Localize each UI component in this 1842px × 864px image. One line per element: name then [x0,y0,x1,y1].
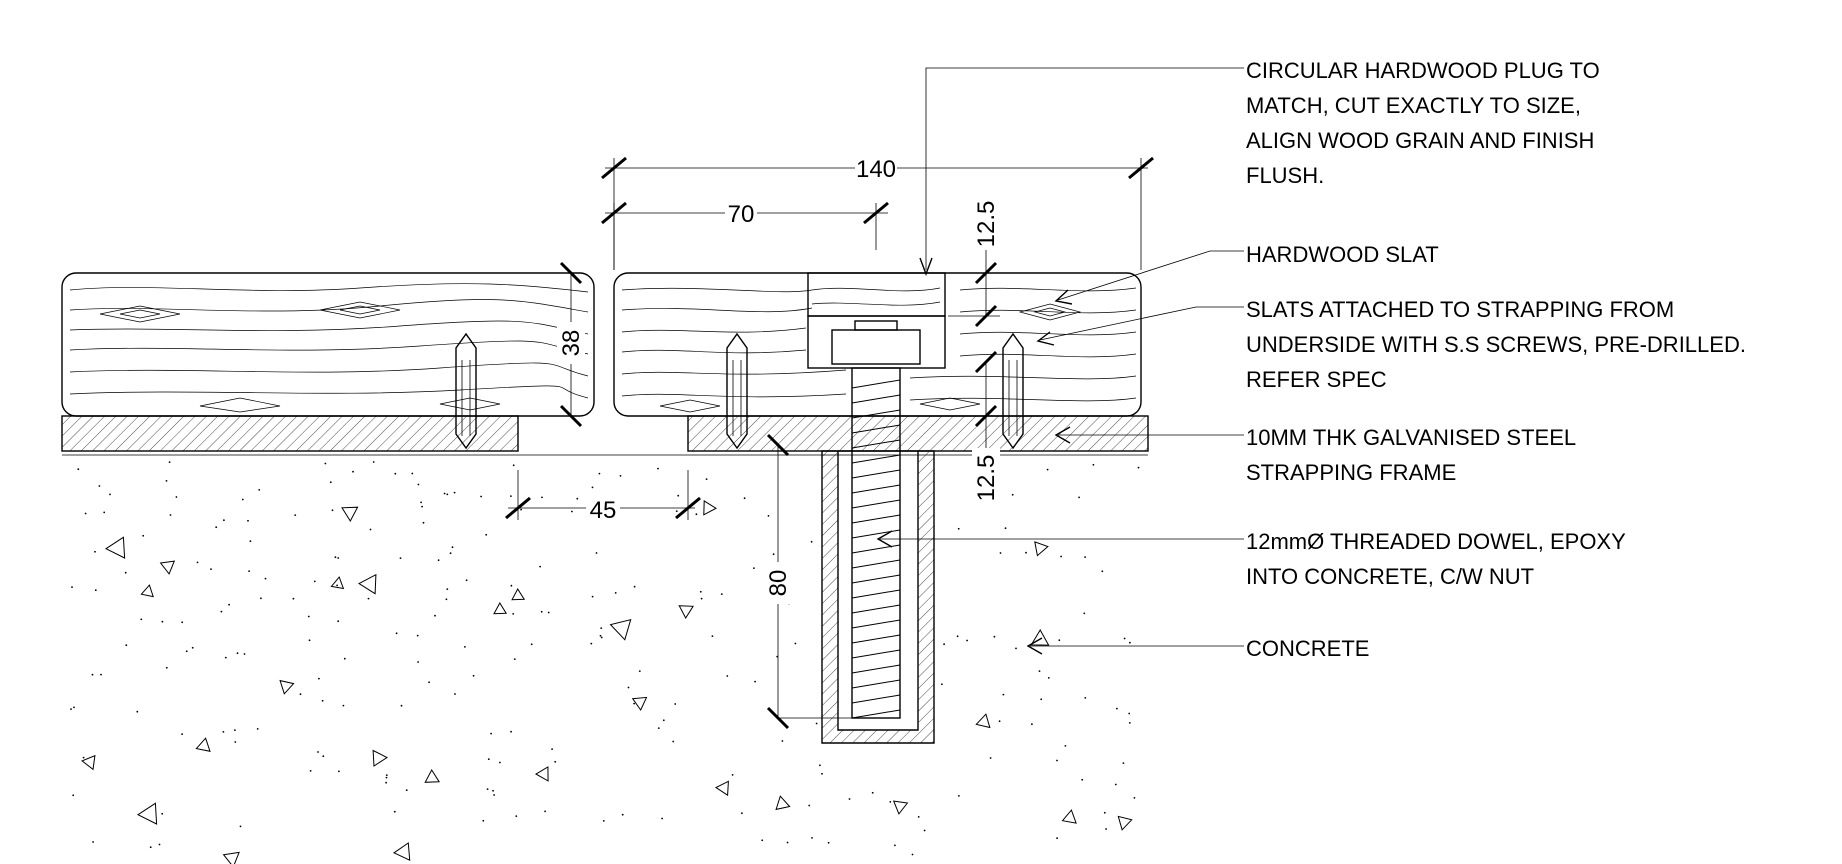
aggregate-stone [136,802,158,825]
hardwood-plug [807,272,946,317]
callout-plug: CIRCULAR HARDWOOD PLUG TO MATCH, CUT EXA… [1246,58,1600,188]
aggregate-stone [222,851,240,864]
aggregate-stone [892,800,909,815]
svg-text:10MM THK GALVANISED STEEL: 10MM THK GALVANISED STEEL [1246,425,1576,450]
dimension-12-5-strap-label: 12.5 [973,455,1000,502]
aggregate-stone [511,587,526,601]
slat-left [61,272,595,417]
aggregate-stone [1061,809,1077,824]
aggregate-stone [975,713,991,729]
dimension-45-label: 45 [590,497,617,524]
threaded-dowel [851,367,901,719]
dimension-70 [601,197,889,270]
aggregate-stone [357,573,377,595]
svg-text:12mmØ THREADED DOWEL, EPOXY: 12mmØ THREADED DOWEL, EPOXY [1246,529,1626,554]
aggregate-stone [341,506,359,522]
svg-text:SLATS ATTACHED TO STRAPPING FR: SLATS ATTACHED TO STRAPPING FROM [1246,297,1674,322]
aggregate-stone [372,749,388,767]
aggregate-stone [703,500,717,516]
aggregate-stone [493,602,508,615]
aggregate-stone [1117,815,1133,831]
dimension-140-label: 140 [856,156,896,183]
aggregate-stone [195,737,211,752]
leader-lines [876,67,1244,655]
aggregate-stone [609,619,632,641]
callout-strapping: 10MM THK GALVANISED STEEL STRAPPING FRAM… [1246,425,1576,485]
aggregate-stone [159,560,176,575]
wood-grain [69,283,1137,413]
svg-text:MATCH, CUT EXACTLY TO SIZE,: MATCH, CUT EXACTLY TO SIZE, [1246,93,1581,118]
svg-text:CONCRETE: CONCRETE [1246,636,1369,661]
dimension-12-5-plug-label: 12.5 [973,201,1000,248]
aggregate-stone [631,696,648,711]
dimension-12-5-strap [972,350,1000,506]
aggregate-stone [330,576,345,590]
dimension-140 [601,152,1154,270]
dimension-45 [505,470,701,524]
callout-concrete: CONCRETE [1246,636,1369,661]
aggregate-stone [140,584,154,598]
svg-text:CIRCULAR HARDWOOD PLUG TO: CIRCULAR HARDWOOD PLUG TO [1246,58,1600,83]
svg-text:FLUSH.: FLUSH. [1246,163,1324,188]
nut [831,329,921,365]
dimension-80-label: 80 [765,570,792,597]
dimension-38 [557,261,585,428]
aggregate-stone [678,605,694,619]
dimension-80 [764,433,852,730]
aggregate-stone [104,536,126,559]
ss-screws [455,332,1024,450]
svg-text:UNDERSIDE WITH S.S SCREWS, PRE: UNDERSIDE WITH S.S SCREWS, PRE-DRILLED. [1246,332,1746,357]
dimension-12-5-plug [948,198,1000,328]
dowel-epoxy-sleeve [821,450,935,744]
washer [854,320,898,331]
aggregate-stone [392,842,411,862]
callout-screws: SLATS ATTACHED TO STRAPPING FROM UNDERSI… [1246,297,1746,392]
dimension-70-label: 70 [728,201,755,228]
aggregate-stone [1034,541,1049,557]
counterbore-recess [807,315,946,369]
svg-text:ALIGN WOOD GRAIN AND FINISH: ALIGN WOOD GRAIN AND FINISH [1246,128,1594,153]
aggregate-stone [279,679,295,695]
dowel-threads [851,379,901,719]
aggregate-stone [535,766,549,782]
aggregate-stone [424,769,440,783]
dimension-38-label: 38 [558,330,585,357]
aggregate-stone [715,780,729,797]
svg-text:HARDWOOD SLAT: HARDWOOD SLAT [1246,242,1439,267]
concrete-aggregate [70,461,1140,864]
svg-text:INTO CONCRETE, C/W NUT: INTO CONCRETE, C/W NUT [1246,564,1534,589]
slat-right [613,272,1142,417]
aggregate-stone [81,754,96,771]
svg-text:REFER SPEC: REFER SPEC [1246,367,1387,392]
aggregate-stone [775,795,791,811]
svg-text:STRAPPING FRAME: STRAPPING FRAME [1246,460,1456,485]
strapping-right [687,415,1149,452]
strapping-left [61,415,519,452]
callout-hardwood-slat: HARDWOOD SLAT [1246,242,1439,267]
aggregate-stone [1030,628,1050,646]
callout-dowel: 12mmØ THREADED DOWEL, EPOXY INTO CONCRET… [1246,529,1626,589]
